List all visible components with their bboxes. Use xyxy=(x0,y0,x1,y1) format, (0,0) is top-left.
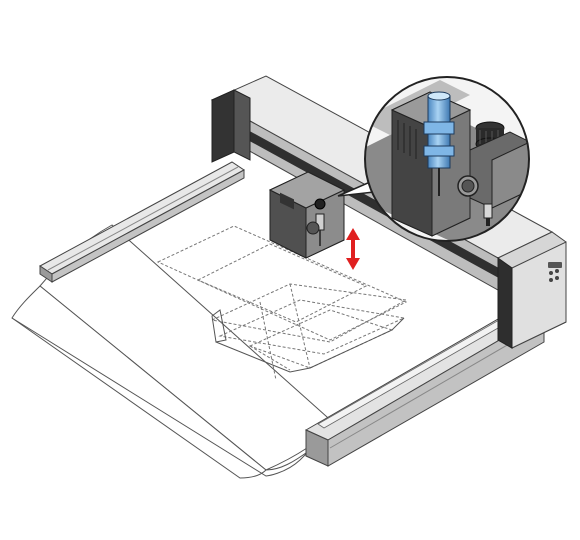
vertical-motion-arrow-icon xyxy=(346,228,360,270)
right-end-tower xyxy=(497,231,567,349)
left-rail xyxy=(39,161,245,283)
tool-head xyxy=(268,171,346,259)
right-rail xyxy=(304,303,546,467)
solid-die-line xyxy=(211,309,405,373)
